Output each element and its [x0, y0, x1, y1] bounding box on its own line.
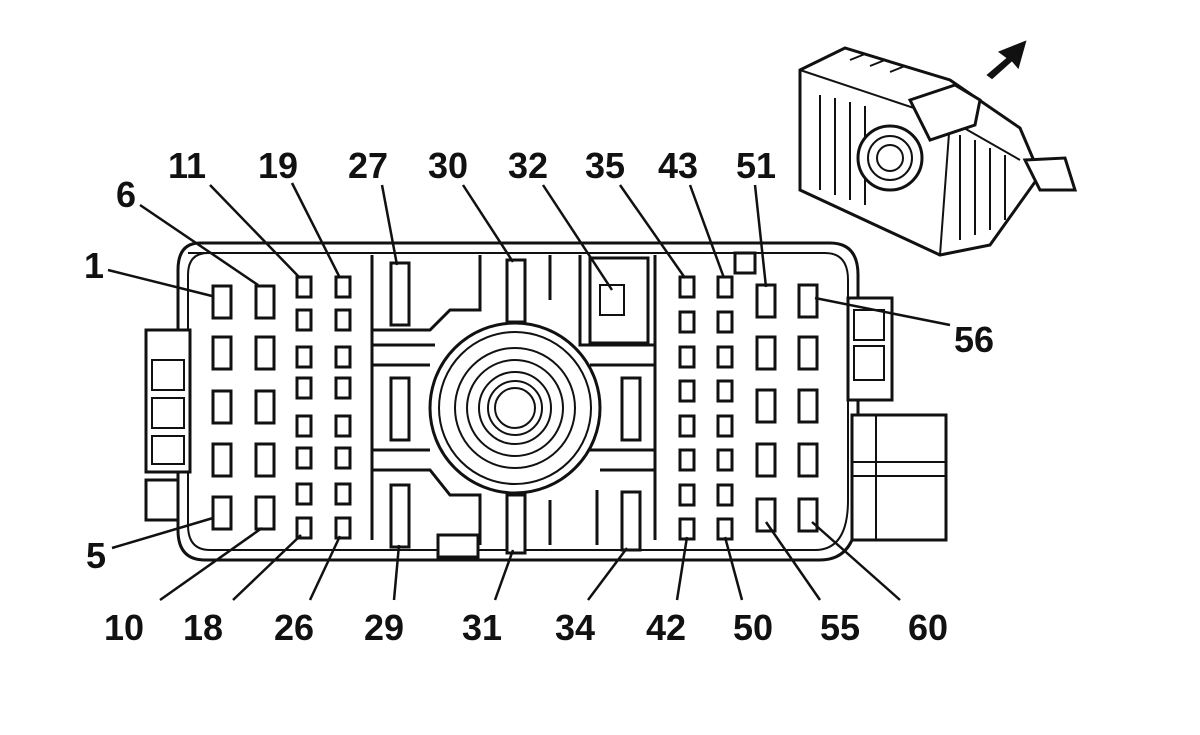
label-pin-55: 55 — [820, 607, 860, 648]
left-latch — [144, 328, 192, 522]
label-pin-43: 43 — [658, 145, 698, 186]
label-pin-50: 50 — [733, 607, 773, 648]
label-pin-35: 35 — [585, 145, 625, 186]
label-pin-60: 60 — [908, 607, 948, 648]
label-pin-31: 31 — [462, 607, 502, 648]
right-latch — [846, 296, 948, 542]
direction-arrow-icon — [986, 40, 1027, 80]
connector-isometric-inset — [798, 46, 1078, 257]
label-pin-19: 19 — [258, 145, 298, 186]
label-pin-11: 11 — [168, 145, 206, 186]
leader-lines — [107, 182, 951, 602]
connector-face — [144, 241, 948, 562]
center-boss — [428, 321, 602, 495]
label-pin-51: 51 — [736, 145, 776, 186]
pin-labels: 6 11 19 27 30 32 35 43 51 1 5 56 10 18 2… — [84, 145, 994, 648]
large-terminals — [389, 258, 642, 555]
label-pin-10: 10 — [104, 607, 144, 648]
label-pin-34: 34 — [555, 607, 595, 648]
label-pin-6: 6 — [116, 174, 136, 215]
label-pin-42: 42 — [646, 607, 686, 648]
label-pin-30: 30 — [428, 145, 468, 186]
label-pin-32: 32 — [508, 145, 548, 186]
center-housing — [370, 251, 757, 559]
label-pin-5: 5 — [86, 535, 106, 576]
label-pin-1: 1 — [84, 245, 104, 286]
label-pin-56: 56 — [954, 319, 994, 360]
label-pin-27: 27 — [348, 145, 388, 186]
label-pin-18: 18 — [183, 607, 223, 648]
label-pin-26: 26 — [274, 607, 314, 648]
label-pin-29: 29 — [364, 607, 404, 648]
